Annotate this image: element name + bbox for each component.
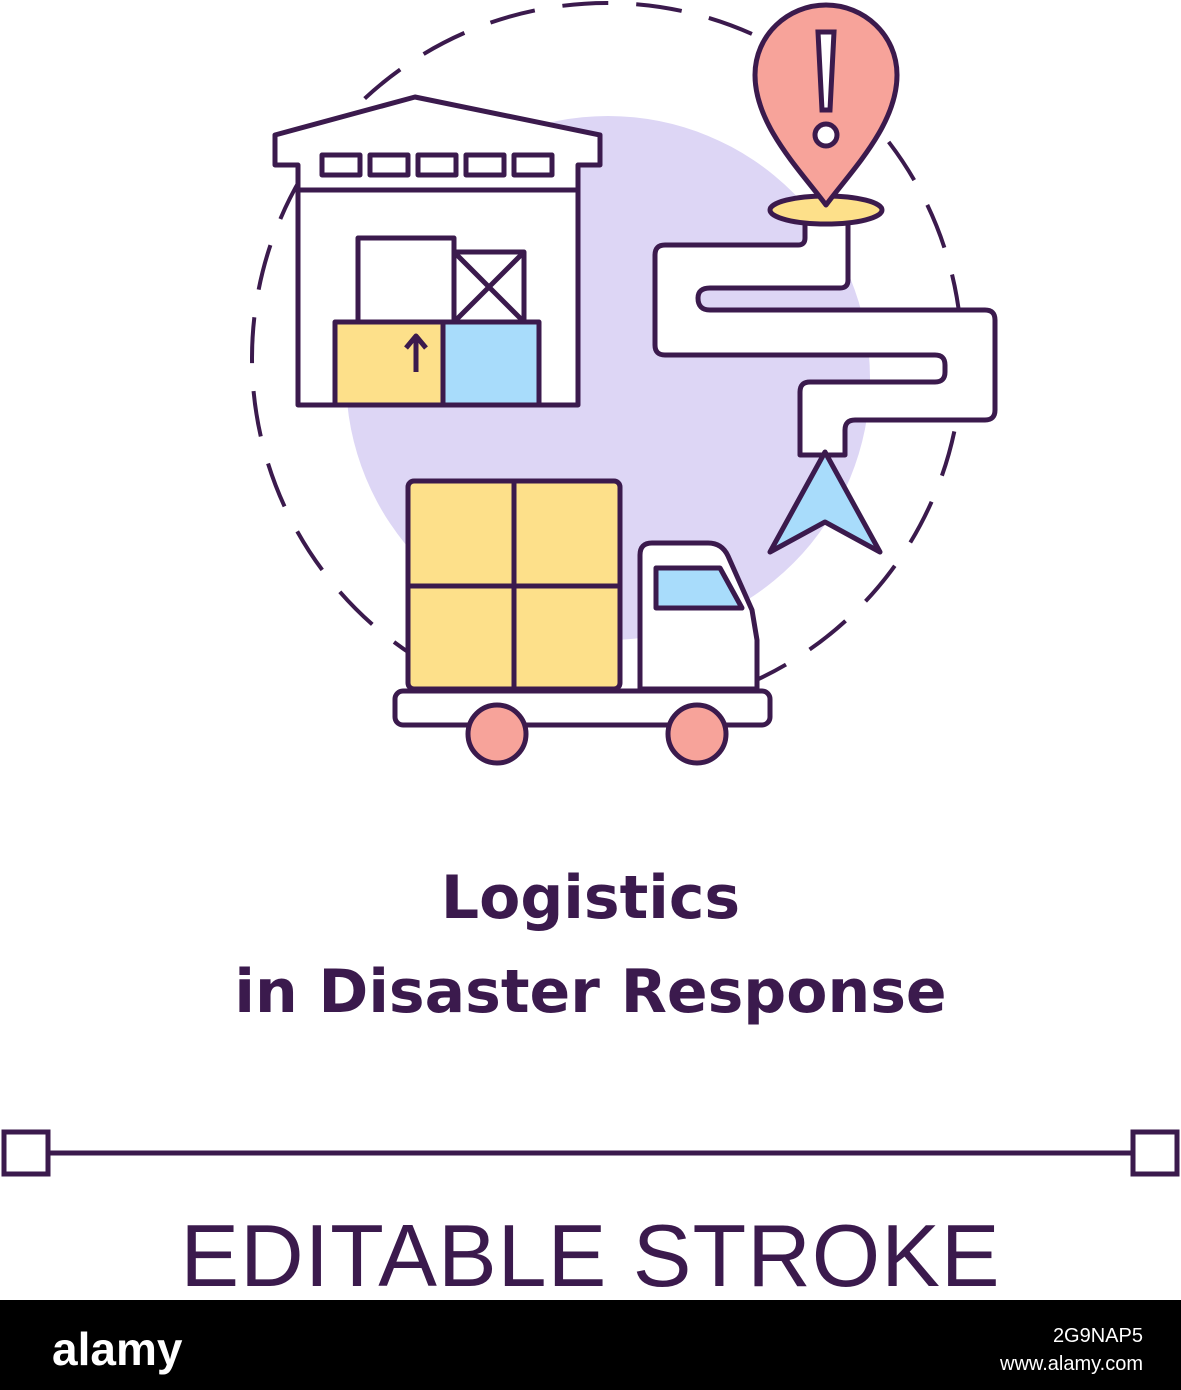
warehouse-icon (272, 94, 603, 408)
title-line-2: in Disaster Response (234, 957, 947, 1027)
truck-icon (392, 478, 773, 766)
stroke-handle-right (1130, 1129, 1180, 1177)
location-pin-icon (752, 2, 900, 227)
brand-logo: alamy (52, 1323, 183, 1375)
concept-illustration (250, 1, 998, 766)
stock-banner: alamy 2G9NAP5 www.alamy.com (0, 1300, 1181, 1390)
route-icon (652, 210, 998, 458)
editable-stroke-handle-bar (1, 1129, 1180, 1177)
site-url: www.alamy.com (1000, 1353, 1143, 1375)
editable-stroke-label: EDITABLE STROKE (180, 1206, 1001, 1305)
image-id: 2G9NAP5 (1052, 1325, 1143, 1347)
banner-info: 2G9NAP5 www.alamy.com (1000, 1322, 1143, 1378)
navigation-arrow-icon (767, 449, 883, 555)
title-line-1: Logistics (440, 863, 741, 933)
stroke-handle-left (1, 1129, 51, 1177)
